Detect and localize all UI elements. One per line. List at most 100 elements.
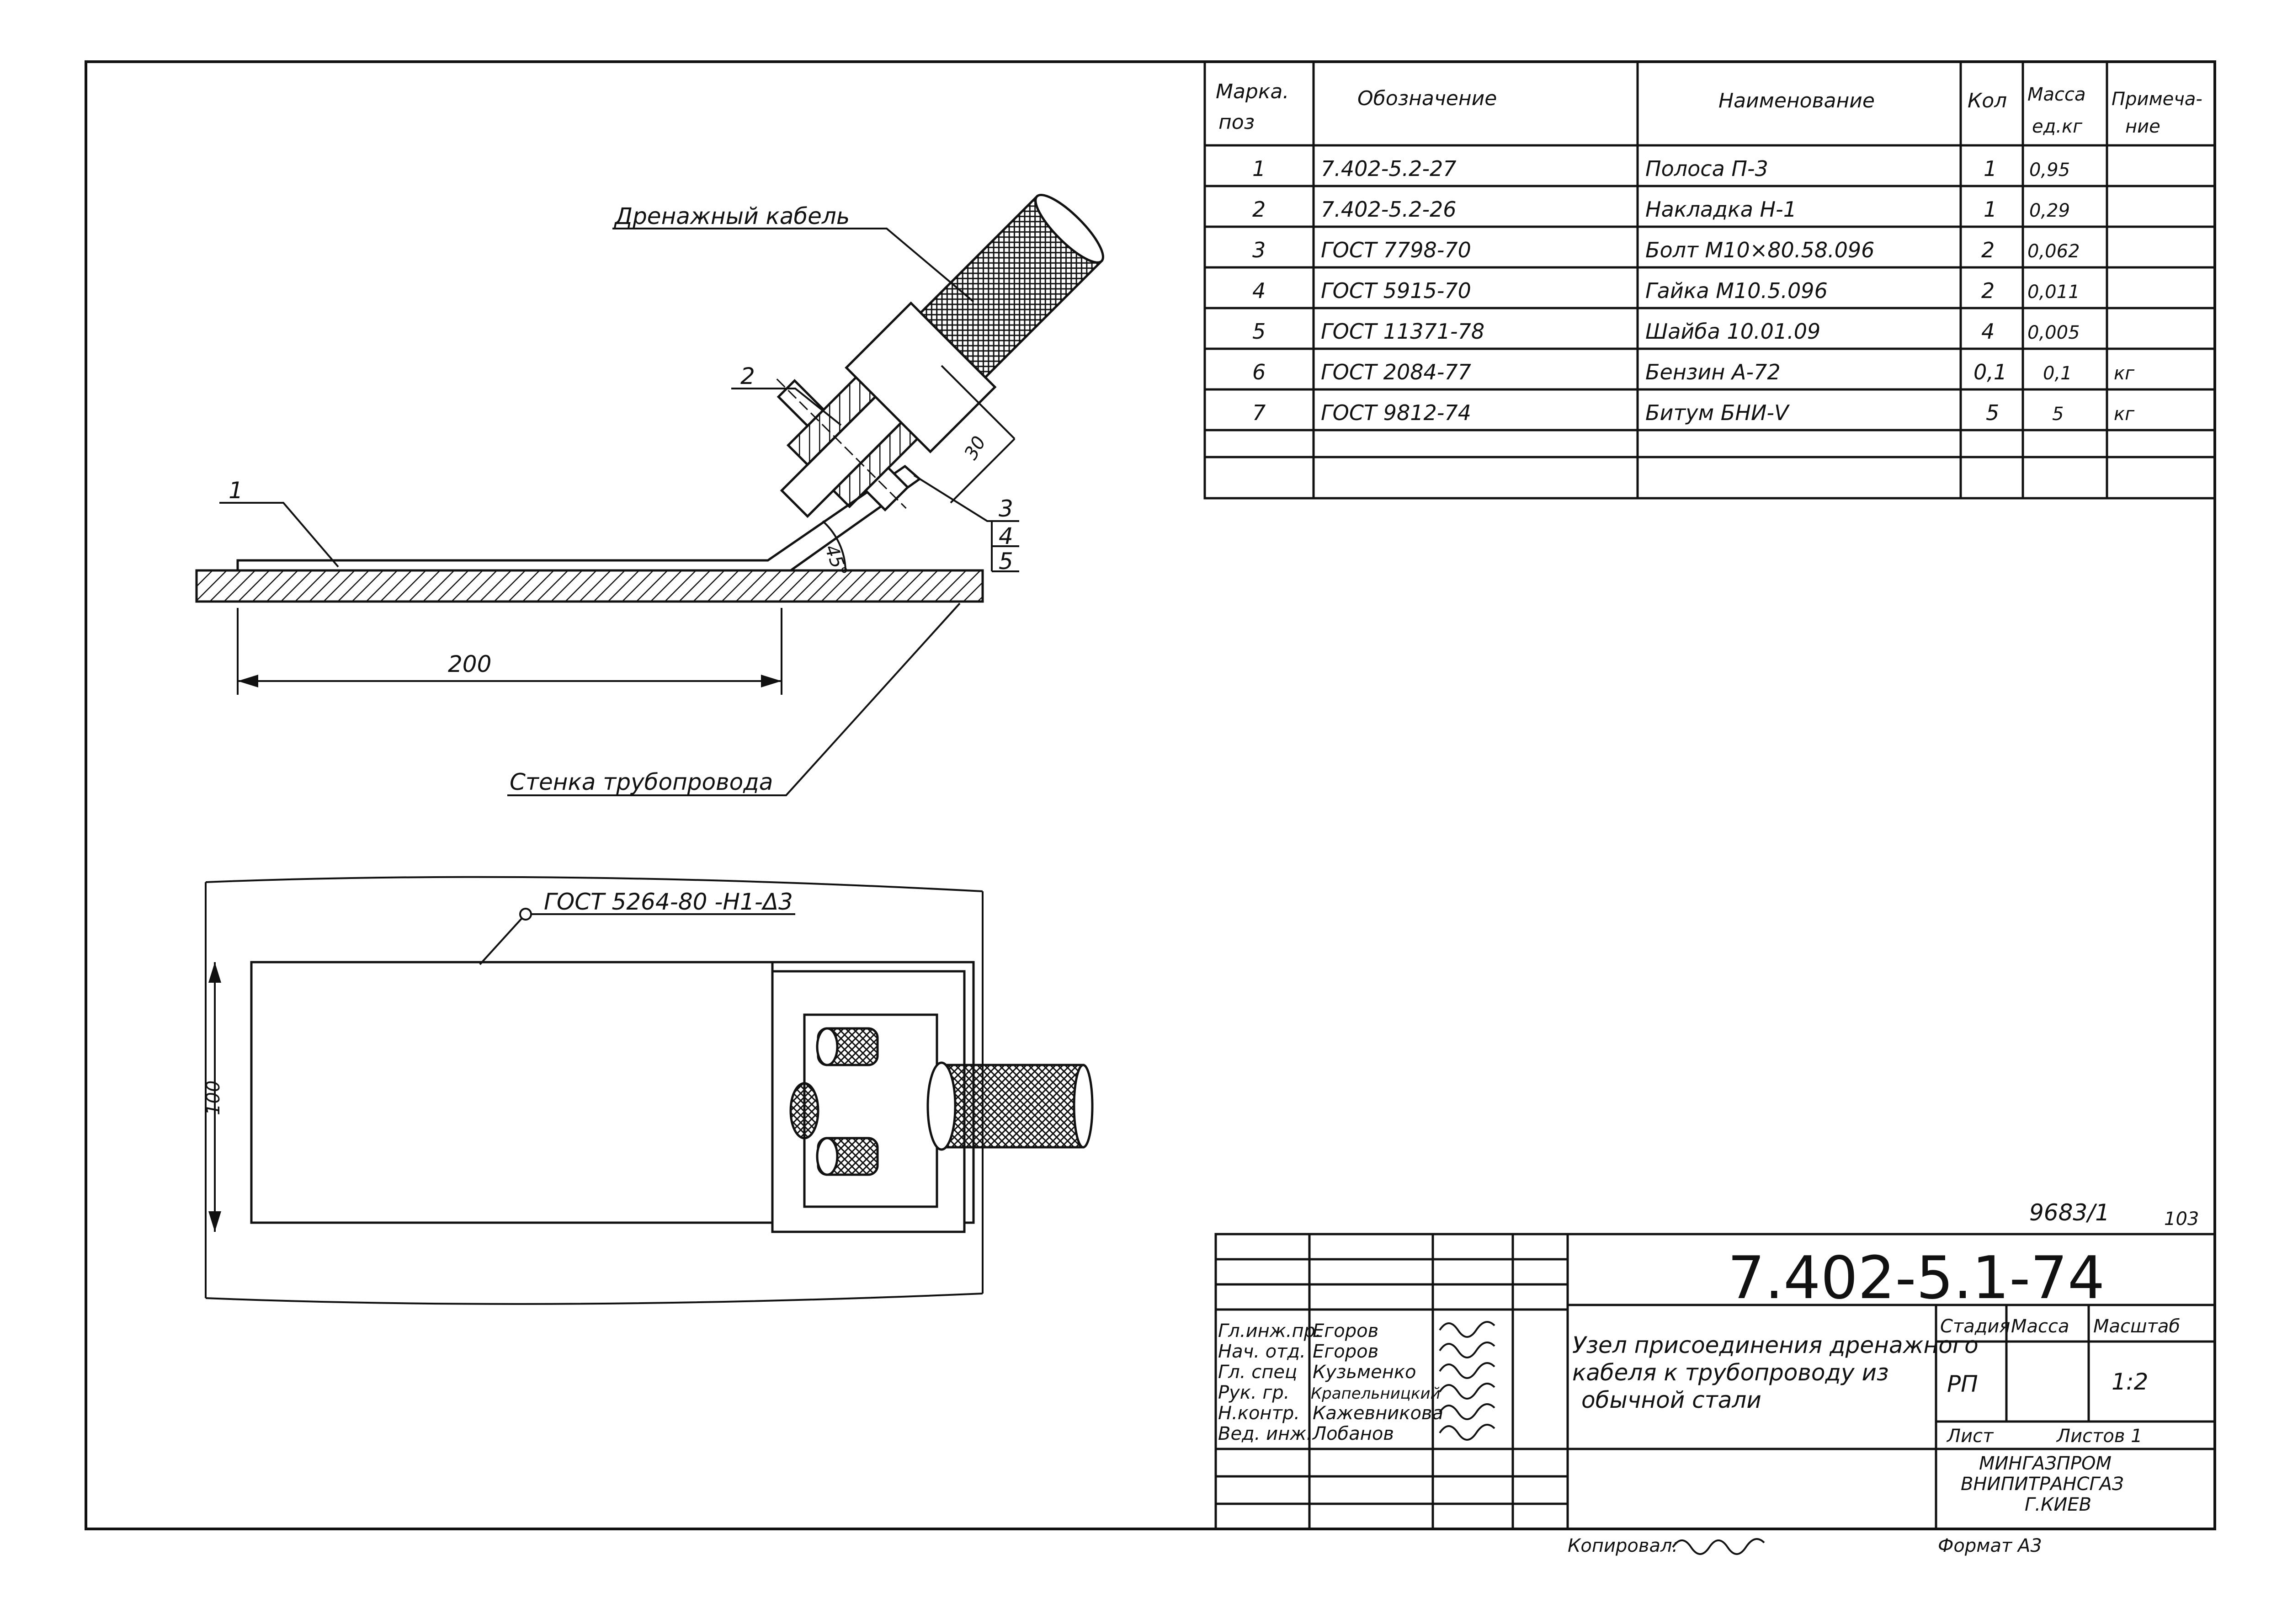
svg-text:ГОСТ 2084-77: ГОСТ 2084-77 bbox=[1321, 360, 1471, 384]
side-view: 200 45° 30 1 2 Дренажный кабель 3 4 5 Ст… bbox=[195, 194, 1104, 796]
svg-text:4: 4 bbox=[1981, 319, 1995, 344]
svg-text:Кажевникова: Кажевникова bbox=[1313, 1403, 1443, 1424]
svg-text:Нач. отд.: Нач. отд. bbox=[1218, 1341, 1306, 1362]
svg-text:0,1: 0,1 bbox=[1973, 360, 2007, 384]
dim-200: 200 bbox=[448, 651, 491, 677]
callout-2: 2 bbox=[740, 363, 755, 389]
hdr-mark: Марка. bbox=[1216, 80, 1289, 103]
sheets-label: Листов 1 bbox=[2056, 1426, 2143, 1447]
hdr-designation: Обозначение bbox=[1357, 87, 1497, 110]
hdr-note: Примеча- bbox=[2112, 89, 2202, 110]
callout-4: 4 bbox=[999, 523, 1013, 549]
svg-text:0,1: 0,1 bbox=[2043, 363, 2072, 384]
svg-text:Шайба 10.01.09: Шайба 10.01.09 bbox=[1645, 319, 1820, 344]
svg-text:Гл. спец: Гл. спец bbox=[1218, 1362, 1297, 1383]
org-2: ВНИПИТРАНСГАЗ bbox=[1961, 1474, 2124, 1495]
hdr-mass: Масса bbox=[2027, 84, 2086, 105]
svg-text:5: 5 bbox=[1252, 319, 1266, 344]
svg-text:6: 6 bbox=[1252, 360, 1266, 384]
org-1: МИНГАЗПРОМ bbox=[1979, 1453, 2112, 1474]
dim-100: 100 bbox=[203, 1081, 224, 1115]
svg-text:Рук. гр.: Рук. гр. bbox=[1218, 1382, 1290, 1403]
svg-text:ГОСТ 7798-70: ГОСТ 7798-70 bbox=[1321, 238, 1471, 262]
svg-text:Накладка Н-1: Накладка Н-1 bbox=[1645, 197, 1797, 222]
hdr-pos: поз bbox=[1218, 111, 1255, 134]
svg-text:Гайка М10.5.096: Гайка М10.5.096 bbox=[1645, 278, 1828, 303]
svg-text:1: 1 bbox=[1252, 156, 1266, 181]
stage-label: Стадия bbox=[1940, 1316, 2010, 1337]
svg-text:кг: кг bbox=[2114, 404, 2135, 425]
svg-text:Битум БНИ-Ⅴ: Битум БНИ-Ⅴ bbox=[1645, 400, 1790, 425]
svg-text:5: 5 bbox=[2052, 404, 2064, 425]
svg-text:2: 2 bbox=[1981, 238, 1995, 262]
sheet-number: 9683/1 bbox=[2029, 1199, 2110, 1226]
callout-3: 3 bbox=[999, 495, 1013, 522]
spec-row-3: 3 ГОСТ 7798-70 Болт М10×80.58.096 2 0,06… bbox=[1252, 238, 2080, 262]
svg-text:Полоса П-3: Полоса П-3 bbox=[1645, 156, 1768, 181]
sheet-label: Лист bbox=[1946, 1426, 1994, 1447]
svg-text:Вед. инж.: Вед. инж. bbox=[1218, 1423, 1312, 1444]
weld-callout: ГОСТ 5264-80 -Н1-Δ3 bbox=[544, 889, 793, 915]
bolt-1 bbox=[816, 1027, 879, 1066]
svg-text:5: 5 bbox=[1986, 400, 1999, 425]
svg-text:Егоров: Егоров bbox=[1313, 1320, 1378, 1342]
svg-text:7.402-5.2-27: 7.402-5.2-27 bbox=[1321, 156, 1457, 181]
svg-text:Бензин А-72: Бензин А-72 bbox=[1645, 360, 1781, 384]
title-block bbox=[1214, 1233, 2216, 1530]
svg-text:Н.контр.: Н.контр. bbox=[1218, 1403, 1300, 1424]
scale-value: 1:2 bbox=[2112, 1368, 2148, 1395]
hdr-qty: Кол bbox=[1968, 89, 2007, 112]
svg-text:Егоров: Егоров bbox=[1313, 1341, 1378, 1362]
copied-signature bbox=[1672, 1538, 1765, 1555]
copied-label: Копировал: bbox=[1568, 1535, 1678, 1556]
svg-text:3: 3 bbox=[1252, 238, 1266, 262]
svg-text:1: 1 bbox=[1984, 197, 1997, 222]
plan-view: 100 ГОСТ 5264-80 -Н1-Δ3 bbox=[203, 876, 1094, 1305]
svg-text:Кузьменко: Кузьменко bbox=[1313, 1362, 1416, 1383]
svg-text:0,95: 0,95 bbox=[2029, 160, 2070, 181]
spec-row-4: 4 ГОСТ 5915-70 Гайка М10.5.096 2 0,011 bbox=[1252, 278, 2080, 303]
spec-row-7: 7 ГОСТ 9812-74 Битум БНИ-Ⅴ 5 5 кг bbox=[1252, 400, 2135, 425]
spec-row-6: 6 ГОСТ 2084-77 Бензин А-72 0,1 0,1 кг bbox=[1252, 360, 2135, 384]
svg-text:2: 2 bbox=[1252, 197, 1266, 222]
callout-1: 1 bbox=[229, 477, 243, 504]
sheet-frame bbox=[85, 60, 2216, 1530]
signatories: Гл.инж.пр. Егоров Нач. отд. Егоров Гл. с… bbox=[1218, 1320, 1443, 1444]
hdr-name: Наименование bbox=[1718, 89, 1875, 112]
dim-30: 30 bbox=[960, 433, 990, 463]
svg-text:0,29: 0,29 bbox=[2029, 200, 2070, 221]
spec-row-2: 2 7.402-5.2-26 Накладка Н-1 1 0,29 bbox=[1252, 197, 2070, 222]
title-line-3: обычной стали bbox=[1581, 1387, 1761, 1413]
svg-text:ГОСТ 11371-78: ГОСТ 11371-78 bbox=[1321, 319, 1484, 344]
svg-text:Болт М10×80.58.096: Болт М10×80.58.096 bbox=[1645, 238, 1874, 262]
svg-text:Крапельницкий: Крапельницкий bbox=[1311, 1384, 1441, 1403]
svg-text:7: 7 bbox=[1252, 400, 1266, 425]
callout-5: 5 bbox=[999, 548, 1013, 575]
pipe-wall bbox=[195, 569, 984, 603]
spec-row-5: 5 ГОСТ 11371-78 Шайба 10.01.09 4 0,005 bbox=[1252, 319, 2080, 344]
scale-label: Масштаб bbox=[2093, 1316, 2180, 1337]
svg-text:0,011: 0,011 bbox=[2027, 282, 2080, 303]
svg-text:Лобанов: Лобанов bbox=[1312, 1423, 1394, 1444]
hdr-note2: ние bbox=[2125, 116, 2160, 137]
svg-text:7.402-5.2-26: 7.402-5.2-26 bbox=[1321, 197, 1457, 222]
svg-text:кг: кг bbox=[2114, 363, 2135, 384]
bolt-2 bbox=[816, 1137, 879, 1176]
svg-text:0,062: 0,062 bbox=[2027, 241, 2080, 262]
label-cable: Дренажный кабель bbox=[614, 203, 850, 229]
svg-text:ГОСТ 9812-74: ГОСТ 9812-74 bbox=[1321, 400, 1471, 425]
label-wall: Стенка трубопровода bbox=[510, 769, 773, 795]
doc-code: 7.402-5.1-74 bbox=[1728, 1244, 2105, 1312]
title-line-2: кабеля к трубопроводу из bbox=[1572, 1359, 1889, 1386]
mass-label: Масса bbox=[2011, 1316, 2069, 1337]
spec-row-1: 1 7.402-5.2-27 Полоса П-3 1 0,95 bbox=[1252, 156, 2070, 181]
signature-scribbles bbox=[1439, 1321, 1495, 1441]
title-line-1: Узел присоединения дренажного bbox=[1572, 1332, 1979, 1358]
svg-text:0,005: 0,005 bbox=[2027, 322, 2080, 343]
org-3: Г.КИЕВ bbox=[2025, 1494, 2091, 1515]
svg-text:1: 1 bbox=[1984, 156, 1997, 181]
format-label: Формат А3 bbox=[1938, 1535, 2042, 1556]
page-number: 103 bbox=[2164, 1209, 2199, 1230]
svg-text:ГОСТ 5915-70: ГОСТ 5915-70 bbox=[1321, 278, 1471, 303]
